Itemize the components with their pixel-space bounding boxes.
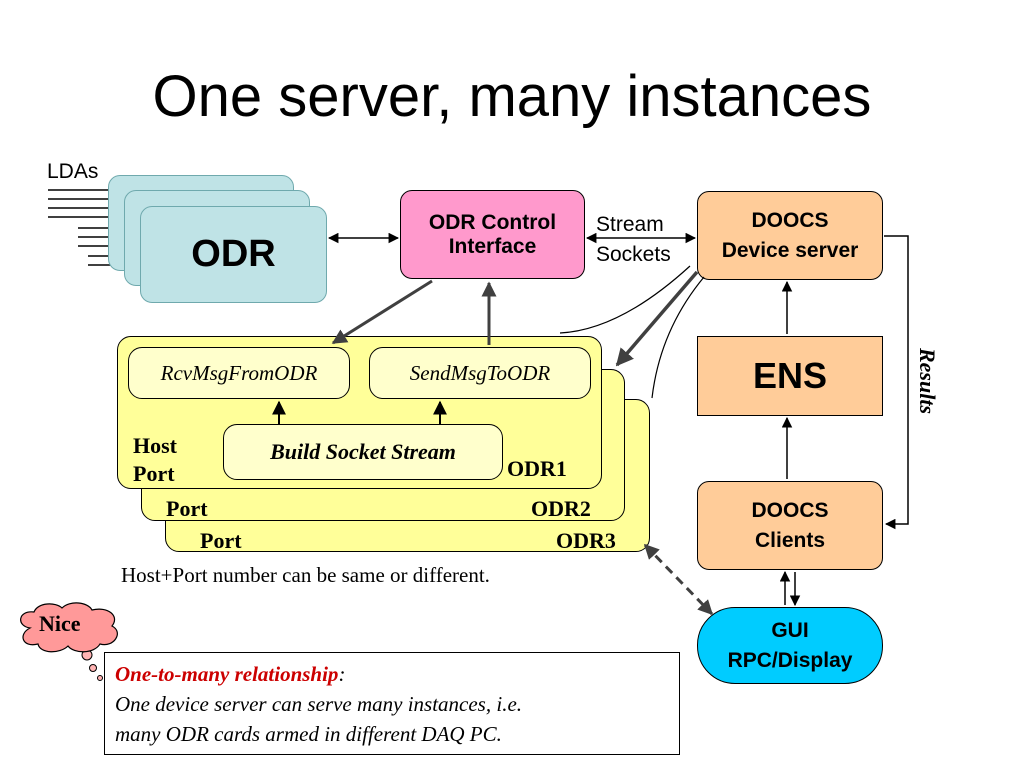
nice-cloud-shape — [20, 602, 118, 653]
rcv-msg-from-odr-box: RcvMsgFromODR — [128, 347, 350, 399]
ldas-label: LDAs — [47, 160, 99, 183]
doocs-clients: DOOCS Clients — [697, 481, 883, 570]
port-label: Port — [133, 461, 175, 486]
odr3-label: ODR3 — [556, 528, 616, 553]
doocs-server-line1: DOOCS — [751, 208, 829, 232]
odr-card-front: ODR — [140, 206, 327, 303]
gui-rpc-display: GUI RPC/Display — [697, 607, 883, 684]
odr3-port-label: Port — [200, 528, 242, 553]
note-heading-line: One-to-many relationship: — [115, 659, 669, 689]
note-line1: One device server can serve many instanc… — [115, 692, 523, 716]
odr2-label: ODR2 — [531, 496, 591, 521]
odr-control-line1: ODR Control — [428, 210, 557, 234]
stream-sockets-line2: Sockets — [596, 243, 671, 266]
odr1-label: ODR1 — [507, 456, 567, 481]
note-colon: : — [338, 662, 346, 686]
rcv-msg-label: RcvMsgFromODR — [160, 360, 318, 385]
stream-sockets-line1: Stream — [596, 213, 664, 236]
odr-label: ODR — [191, 233, 276, 275]
gui-line2: RPC/Display — [727, 648, 853, 672]
doocs-clients-line1: DOOCS — [751, 498, 829, 522]
stream-sockets-label: Stream Sockets — [596, 210, 671, 270]
host-label: Host — [133, 433, 177, 458]
host-port-note: Host+Port number can be same or differen… — [121, 563, 490, 587]
build-socket-label: Build Socket Stream — [270, 439, 456, 464]
relationship-note: One-to-many relationship: One device ser… — [104, 652, 680, 755]
send-msg-label: SendMsgToODR — [409, 360, 551, 385]
gui-line1: GUI — [771, 618, 809, 642]
ens-label: ENS — [752, 355, 828, 396]
ens-box: ENS — [697, 336, 883, 416]
doocs-device-server: DOOCS Device server — [697, 191, 883, 280]
odr-control-line2: Interface — [448, 234, 537, 258]
build-socket-stream-box: Build Socket Stream — [223, 424, 503, 480]
doocs-server-line2: Device server — [721, 238, 859, 262]
nice-label: Nice — [39, 611, 81, 636]
odr-control-interface: ODR Control Interface — [400, 190, 585, 279]
note-heading: One-to-many relationship — [115, 662, 339, 686]
odr2-port-label: Port — [166, 496, 208, 521]
note-line2: many ODR cards armed in different DAQ PC… — [115, 722, 502, 746]
host-port-label: Host Port — [133, 432, 177, 488]
doocs-clients-line2: Clients — [754, 528, 825, 552]
page-title: One server, many instances — [152, 64, 872, 129]
send-msg-to-odr-box: SendMsgToODR — [369, 347, 591, 399]
